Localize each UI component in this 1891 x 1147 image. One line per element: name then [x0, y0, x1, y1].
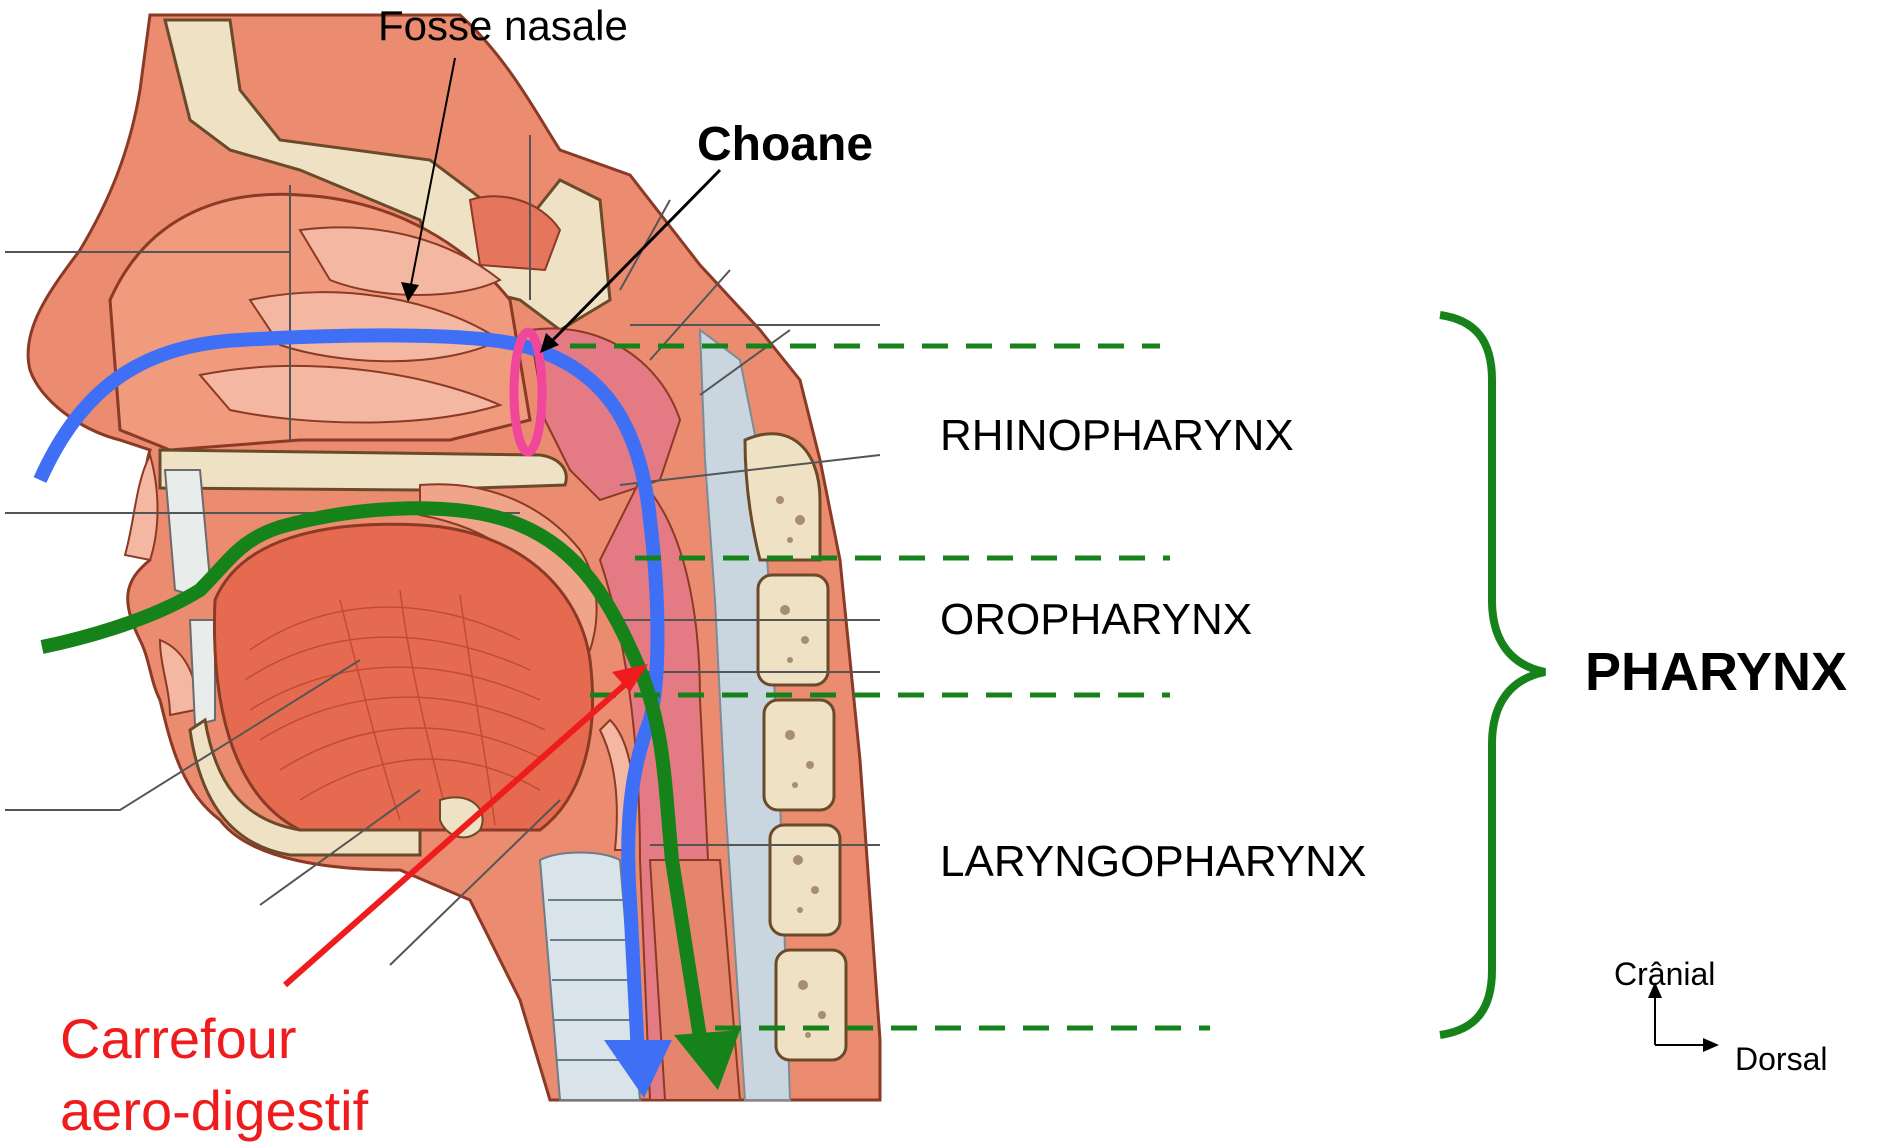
carrefour-label-line1: Carrefour — [60, 1007, 297, 1070]
fosse-nasale-label: Fosse nasale — [378, 2, 628, 49]
laryngopharynx-label: LARYNGOPHARYNX — [940, 837, 1366, 886]
cranial-label: Crânial — [1614, 956, 1715, 992]
dorsal-arrowhead — [1703, 1038, 1719, 1052]
tongue — [214, 524, 592, 830]
pharynx-label: PHARYNX — [1585, 642, 1847, 702]
oropharynx-label: OROPHARYNX — [940, 595, 1252, 644]
orientation-axes: Crânial Dorsal — [1614, 956, 1827, 1077]
rhinopharynx-label: RHINOPHARYNX — [940, 411, 1294, 460]
upper-lip — [125, 455, 158, 560]
hard-palate — [160, 450, 566, 490]
lower-teeth — [190, 620, 215, 725]
choane-label: Choane — [697, 118, 873, 171]
dorsal-label: Dorsal — [1735, 1041, 1827, 1077]
pharynx-brace — [1440, 315, 1545, 1035]
carrefour-label-line2: aero-digestif — [60, 1079, 369, 1142]
